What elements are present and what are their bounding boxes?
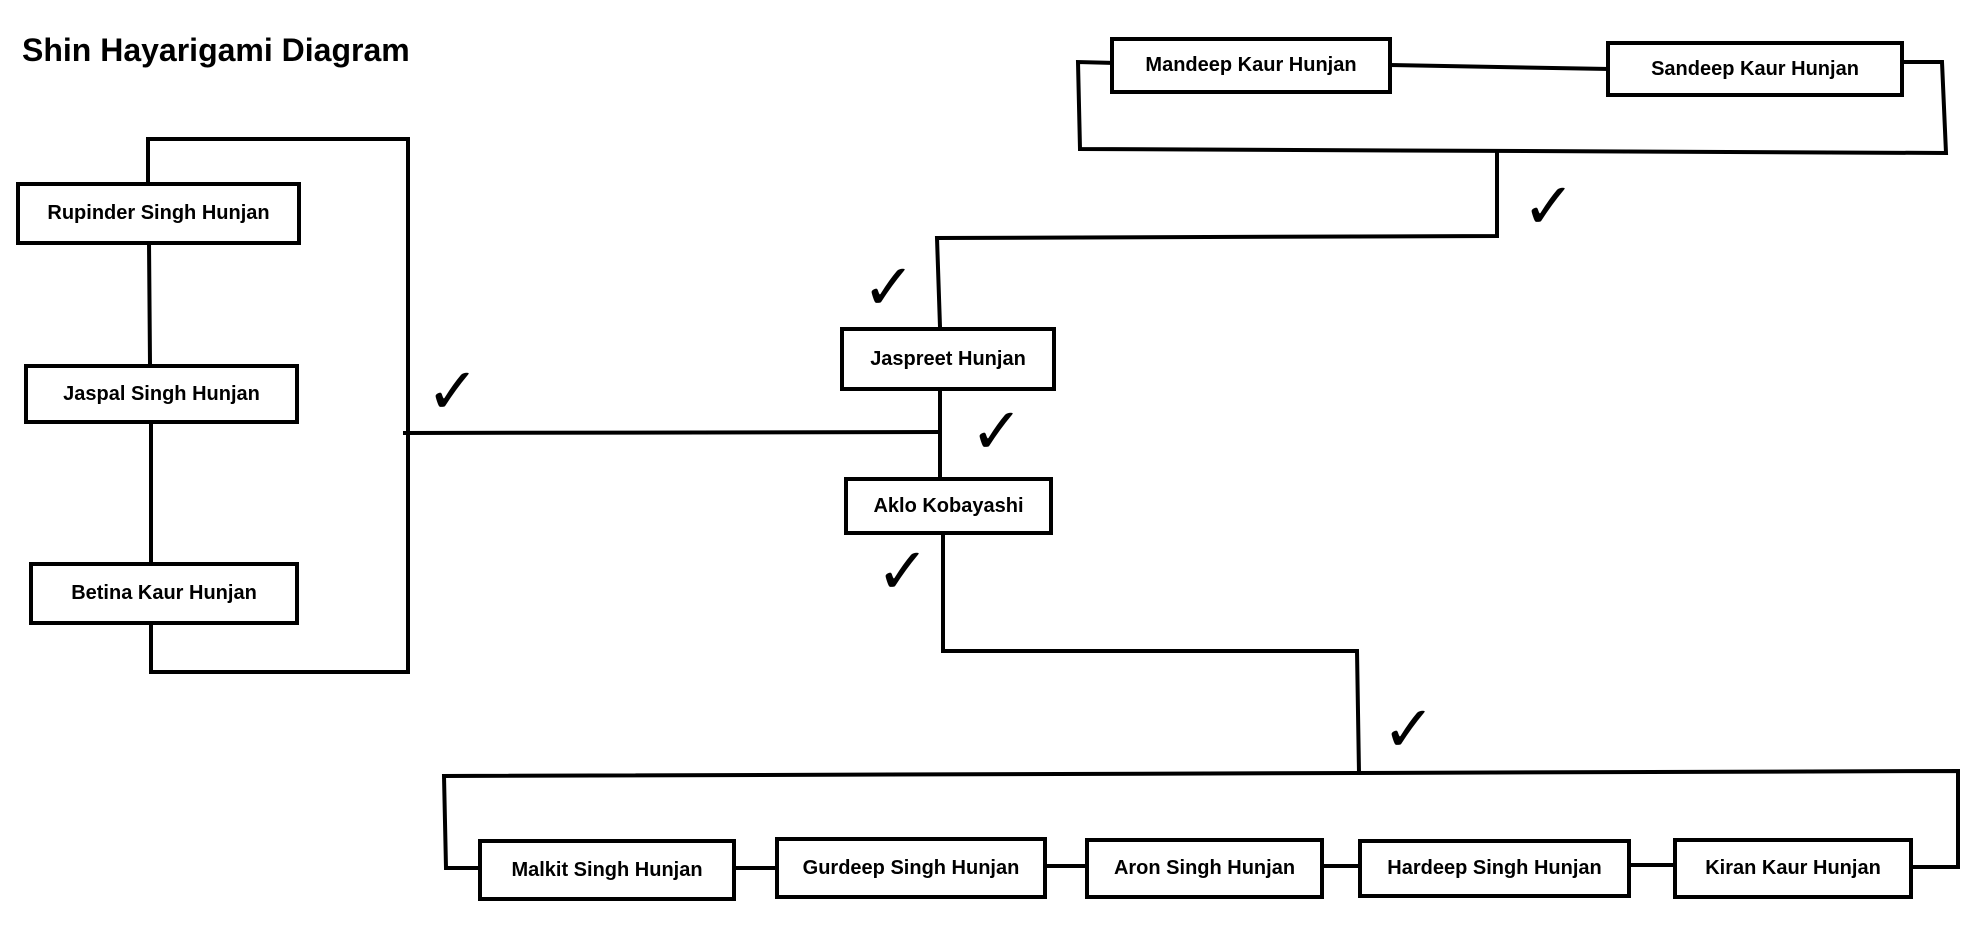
- person-box-mandeep: Mandeep Kaur Hunjan: [1110, 37, 1392, 94]
- connector-left-to-center: [402, 429, 943, 436]
- connector-top-to-jaspreet: [934, 151, 1499, 330]
- connector-mandeep-sandeep: [1387, 62, 1611, 72]
- person-box-jaspreet: Jaspreet Hunjan: [840, 327, 1056, 391]
- person-box-malkit: Malkit Singh Hunjan: [478, 839, 736, 901]
- checkmark-icon: ✓: [862, 251, 916, 325]
- person-box-aron: Aron Singh Hunjan: [1085, 838, 1324, 899]
- checkmark-icon: ✓: [426, 355, 480, 429]
- checkmark-icon: ✓: [876, 535, 930, 609]
- connector-bottom-bracket: [441, 768, 1960, 870]
- person-box-betina: Betina Kaur Hunjan: [29, 562, 299, 625]
- connector-rupinder-jaspal: [146, 239, 153, 367]
- person-box-aklo: Aklo Kobayashi: [844, 477, 1053, 535]
- connector-top-bracket: [1075, 59, 1949, 156]
- person-box-hardeep: Hardeep Singh Hunjan: [1358, 839, 1631, 898]
- person-box-kiran: Kiran Kaur Hunjan: [1673, 838, 1913, 899]
- checkmark-icon: ✓: [1522, 170, 1576, 244]
- connector-left-bracket: [146, 137, 410, 674]
- person-box-jaspal: Jaspal Singh Hunjan: [24, 364, 299, 424]
- person-box-rupinder: Rupinder Singh Hunjan: [16, 182, 301, 245]
- connector-aklo-to-children: [941, 531, 1362, 776]
- checkmark-icon: ✓: [1382, 693, 1436, 767]
- checkmark-icon: ✓: [970, 395, 1024, 469]
- person-box-gurdeep: Gurdeep Singh Hunjan: [775, 837, 1047, 899]
- person-box-sandeep: Sandeep Kaur Hunjan: [1606, 41, 1904, 97]
- diagram-title: Shin Hayarigami Diagram: [22, 32, 410, 68]
